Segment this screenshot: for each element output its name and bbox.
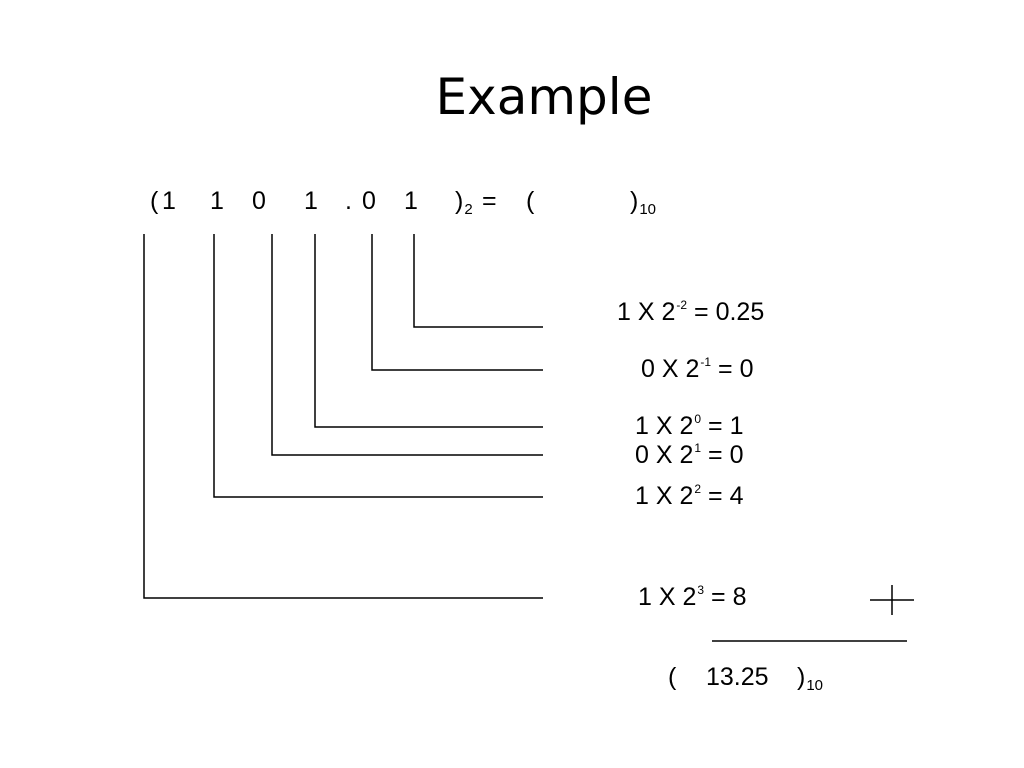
term-coef: 0 [641, 355, 655, 383]
binary-digit-5: 0 [362, 187, 376, 215]
total-open-paren: ( [668, 663, 677, 691]
binary-digit-1: 1 [162, 187, 176, 215]
binary-digit-4: 1 [304, 187, 318, 215]
term-exponent: -1 [700, 355, 712, 369]
total-close-paren: ) [797, 663, 806, 691]
term-base: 2 [685, 355, 700, 383]
term-coef: 1 [635, 482, 649, 510]
term-base: 2 [682, 583, 697, 611]
binary-close: )2 [455, 186, 473, 220]
term-exponent: -2 [676, 298, 688, 312]
result-close-paren: ) [630, 187, 639, 215]
connector-digit-6 [413, 234, 543, 328]
term-times: X [655, 441, 673, 469]
binary-close-paren: ) [455, 187, 464, 215]
term-coef: 1 [617, 298, 631, 326]
term-base: 2 [679, 441, 694, 469]
term-coef: 1 [635, 412, 649, 440]
term-value: = 0 [718, 355, 754, 383]
term-value: = 4 [708, 482, 744, 510]
binary-base-out: 10 [639, 201, 657, 218]
term-exponent: 3 [697, 583, 705, 597]
term-value: = 0.25 [694, 298, 765, 326]
term-times: X [661, 355, 679, 383]
term-exp-neg2: 1 X 2-2 = 0.25 [617, 297, 764, 331]
term-exp-2: 1 X 22 = 4 [635, 481, 744, 515]
term-times: X [637, 298, 655, 326]
total-value: 13.25 [706, 663, 769, 691]
term-times: X [655, 412, 673, 440]
binary-base-in: 2 [464, 201, 473, 218]
result-close: )10 [630, 186, 656, 220]
term-exp-0: 1 X 20 = 1 [635, 411, 744, 445]
total-base: 10 [806, 677, 824, 694]
binary-digit-6: 1 [404, 187, 418, 215]
term-coef: 1 [638, 583, 652, 611]
connector-digit-5 [371, 234, 543, 371]
binary-digit-3: 0 [252, 187, 266, 215]
term-base: 2 [661, 298, 676, 326]
term-value: = 1 [708, 412, 744, 440]
binary-equals: = [482, 187, 497, 215]
term-base: 2 [679, 482, 694, 510]
term-base: 2 [679, 412, 694, 440]
connector-digit-3 [271, 234, 543, 456]
binary-digit-2: 1 [210, 187, 224, 215]
term-value: = 0 [708, 441, 744, 469]
connector-digit-4 [314, 234, 543, 428]
term-times: X [655, 482, 673, 510]
term-times: X [658, 583, 676, 611]
term-value: = 8 [711, 583, 747, 611]
slide-title: Example [435, 68, 653, 126]
binary-open-paren: ( [150, 187, 159, 215]
term-exponent: 1 [694, 441, 702, 455]
connector-digit-2 [213, 234, 543, 498]
total-close: )10 [797, 662, 823, 696]
result-open-paren: ( [526, 187, 535, 215]
term-exp-3: 1 X 23 = 8 [638, 582, 747, 616]
connector-digit-1 [143, 234, 543, 599]
term-exp-1: 0 X 21 = 0 [635, 440, 744, 474]
binary-point: . [345, 187, 352, 215]
term-exponent: 2 [694, 482, 702, 496]
term-exponent: 0 [694, 412, 702, 426]
term-exp-neg1: 0 X 2-1 = 0 [641, 354, 753, 388]
term-coef: 0 [635, 441, 649, 469]
